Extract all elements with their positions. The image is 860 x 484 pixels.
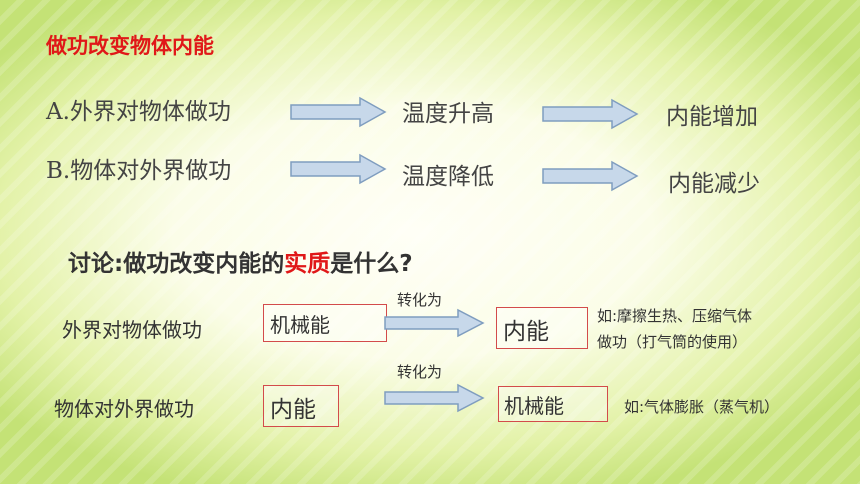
discussion-heading: 讨论:做功改变内能的实质是什么? (68, 244, 413, 278)
row-c-arrow-label: 转化为 (397, 291, 443, 309)
row-a-middle: 温度升高 (402, 101, 494, 127)
discussion-suffix: 是什么? (330, 251, 413, 277)
discussion-prefix: 讨论:做功改变内能的 (68, 251, 285, 277)
row-c-source-box (263, 304, 387, 342)
row-d-target-box (498, 386, 608, 422)
row-a-result: 内能增加 (666, 104, 758, 130)
row-c-example-line1: 如:摩擦生热、压缩气体 (597, 307, 753, 325)
right-block-arrow-icon (290, 153, 387, 185)
row-d-source-text: 内能 (270, 397, 316, 423)
right-block-arrow-icon (384, 308, 485, 338)
row-b-middle: 温度降低 (402, 164, 494, 190)
right-block-arrow-icon (542, 160, 639, 192)
row-a-label: A.外界对物体做功 (46, 99, 231, 125)
row-c-source-text: 机械能 (270, 313, 330, 337)
row-c-target-text: 内能 (503, 319, 549, 345)
row-c-label: 外界对物体做功 (62, 318, 202, 342)
row-d-target-text: 机械能 (504, 394, 564, 418)
slide-title: 做功改变物体内能 (46, 34, 214, 58)
right-block-arrow-icon (290, 96, 387, 128)
right-block-arrow-icon (542, 98, 639, 130)
row-b-label: B.物体对外界做功 (46, 158, 232, 184)
row-b-result: 内能减少 (668, 171, 760, 197)
row-d-source-box (263, 385, 339, 427)
row-c-example-line2: 做功（打气筒的使用） (597, 333, 748, 351)
row-d-arrow-label: 转化为 (397, 363, 443, 381)
row-d-label: 物体对外界做功 (54, 397, 194, 421)
row-c-target-box (496, 307, 588, 349)
right-block-arrow-icon (384, 383, 485, 413)
discussion-highlight: 实质 (284, 251, 331, 277)
row-d-example: 如:气体膨胀（蒸气机） (624, 398, 780, 416)
